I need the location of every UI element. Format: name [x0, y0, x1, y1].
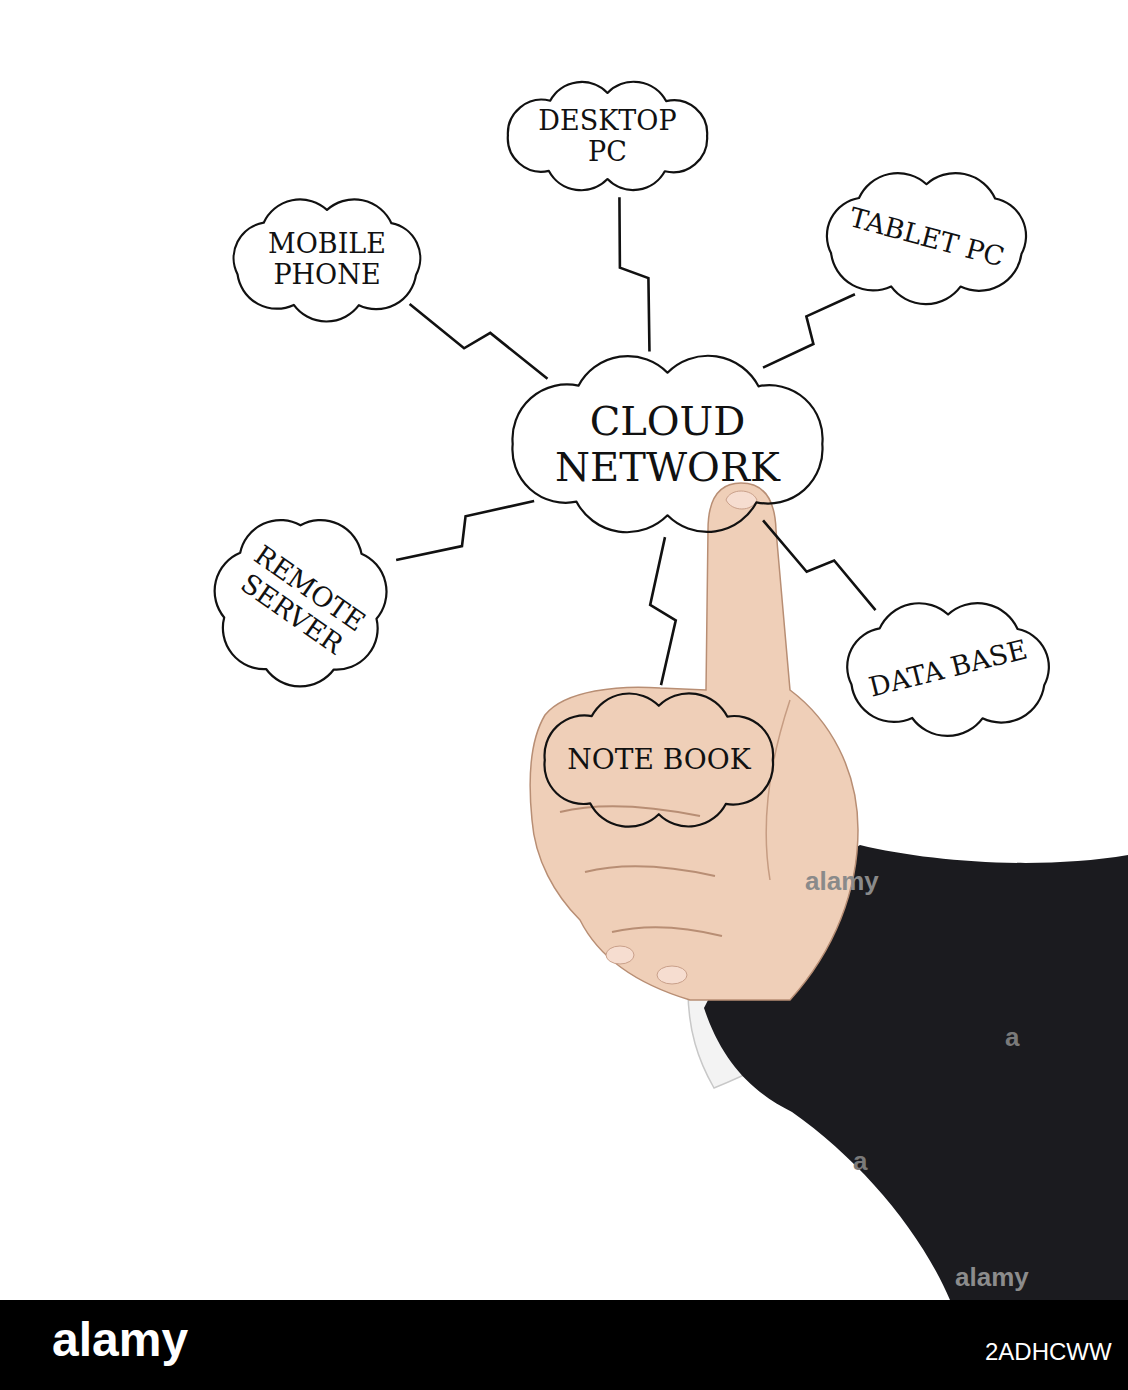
watermark: a	[853, 1146, 867, 1177]
text-group: DATA BASE	[866, 633, 1031, 702]
cloud-shape	[215, 520, 387, 686]
cloud-node: DESKTOP PC	[490, 75, 725, 197]
text-group: NOTE BOOK	[567, 744, 750, 776]
text-group: CLOUD NETWORK	[555, 398, 780, 490]
lightning-connector	[396, 501, 534, 560]
text-group: DESKTOP PC	[538, 105, 676, 167]
text-group: TABLET PC	[846, 201, 1008, 272]
node-label: CLOUD NETWORK	[555, 398, 780, 490]
lightning-connector	[410, 304, 548, 379]
lightning-connector	[650, 537, 676, 685]
node-label: DATA BASE	[866, 633, 1031, 702]
node-label: NOTE BOOK	[567, 744, 750, 776]
cloud-shape	[508, 82, 707, 190]
cloud-node: NOTE BOOK	[523, 684, 795, 836]
watermark: alamy	[955, 1262, 1029, 1293]
cloud-shape	[827, 173, 1026, 304]
node-label: TABLET PC	[846, 201, 1008, 272]
lightning-connector	[619, 197, 649, 351]
finger-crease	[560, 806, 700, 816]
node-label: MOBILE PHONE	[268, 228, 386, 290]
hand	[530, 483, 858, 1000]
watermark: a	[1005, 1022, 1019, 1053]
thumb-crease	[766, 700, 790, 880]
cloud-node: TABLET PC	[805, 163, 1048, 311]
text-group: MOBILE PHONE	[268, 228, 386, 290]
cloud-node: DATA BASE	[825, 593, 1071, 743]
cloud-shape	[234, 199, 421, 321]
fingernail	[657, 966, 687, 984]
lightning-connector	[763, 294, 855, 367]
cloud-shape	[512, 356, 822, 532]
text-group: REMOTE SERVER	[230, 539, 370, 663]
finger-crease	[612, 927, 722, 936]
image-id: 2ADHCWW	[985, 1338, 1112, 1366]
cloud-node: CLOUD NETWORK	[485, 345, 850, 543]
cloud-shape	[545, 693, 774, 826]
cloud-node: REMOTE SERVER	[193, 496, 408, 706]
watermark: alamy	[805, 866, 879, 897]
lightning-connector	[763, 520, 875, 610]
logo: alamy	[52, 1312, 188, 1367]
finger-crease	[585, 866, 715, 876]
node-label: DESKTOP PC	[538, 105, 676, 167]
fingernail	[606, 946, 634, 964]
cloud-shape	[847, 603, 1049, 736]
cloud-node: MOBILE PHONE	[213, 190, 441, 328]
node-label: REMOTE SERVER	[230, 539, 370, 663]
fingernail	[726, 491, 757, 509]
